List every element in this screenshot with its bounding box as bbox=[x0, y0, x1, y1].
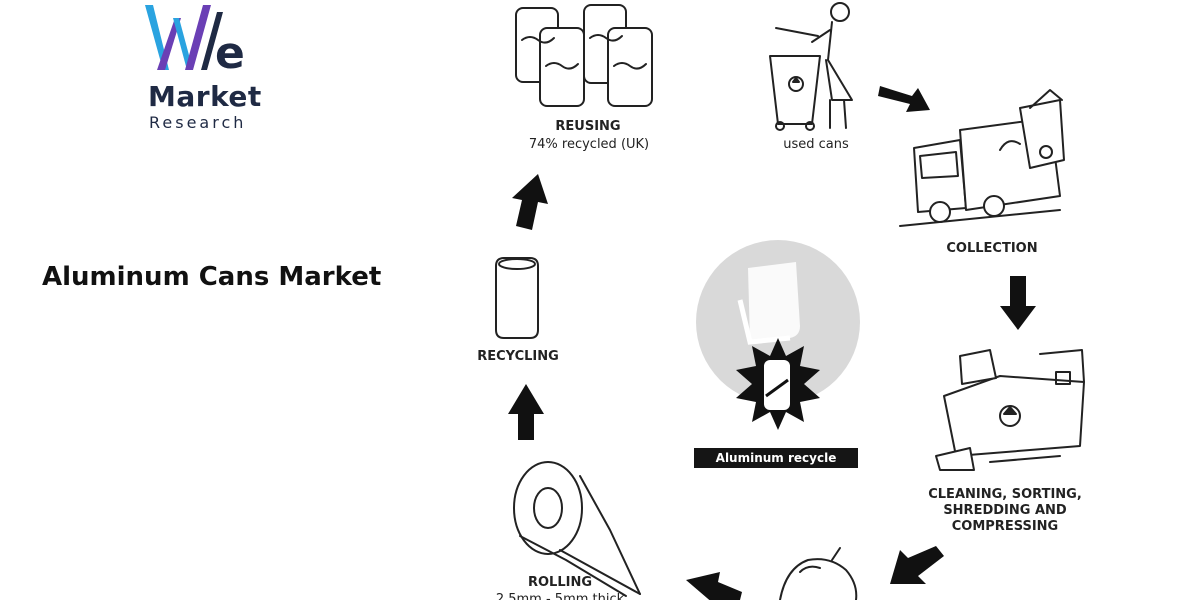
label-collection: COLLECTION bbox=[946, 241, 1038, 256]
label-reusing-sub: 74% recycled (UK) bbox=[528, 137, 650, 152]
center-label-badge: Aluminum recycle bbox=[694, 448, 858, 468]
label-cleaning-3: COMPRESSING bbox=[951, 519, 1059, 534]
melting-pot-icon bbox=[779, 547, 858, 600]
logo-word-market: Market bbox=[148, 80, 262, 113]
arrow-to-pot bbox=[890, 546, 944, 584]
label-rolling-sub: 2.5mm - 5mm thick bbox=[495, 592, 625, 600]
logo: e Market Research bbox=[125, 0, 285, 140]
arrow-to-shredder bbox=[1000, 276, 1036, 330]
arrow-to-truck bbox=[878, 86, 930, 112]
can-group-icon bbox=[515, 4, 653, 107]
cycle-arrows bbox=[508, 86, 1036, 600]
foil-roll-icon bbox=[513, 461, 641, 597]
svg-text:e: e bbox=[215, 28, 245, 78]
label-cleaning-1: CLEANING, SORTING, bbox=[928, 487, 1082, 502]
arrow-to-recycling bbox=[508, 384, 544, 440]
shredder-icon bbox=[935, 349, 1085, 471]
single-can-icon bbox=[495, 257, 539, 339]
label-rolling: ROLLING bbox=[527, 575, 593, 590]
label-recycling: RECYCLING bbox=[477, 349, 559, 364]
label-used-cans: used cans bbox=[783, 137, 849, 152]
logo-word-research: Research bbox=[149, 113, 247, 132]
arrow-to-roll bbox=[686, 572, 742, 600]
page-title: Aluminum Cans Market bbox=[42, 262, 382, 292]
recycle-symbol-icon bbox=[696, 240, 860, 430]
arrow-to-reusing bbox=[512, 174, 548, 230]
logo-mark-icon: e bbox=[145, 5, 245, 78]
person-bin-icon bbox=[769, 2, 853, 131]
label-reusing: REUSING bbox=[555, 119, 621, 134]
label-cleaning-2: SHREDDING AND bbox=[943, 503, 1067, 518]
truck-icon bbox=[899, 89, 1065, 227]
